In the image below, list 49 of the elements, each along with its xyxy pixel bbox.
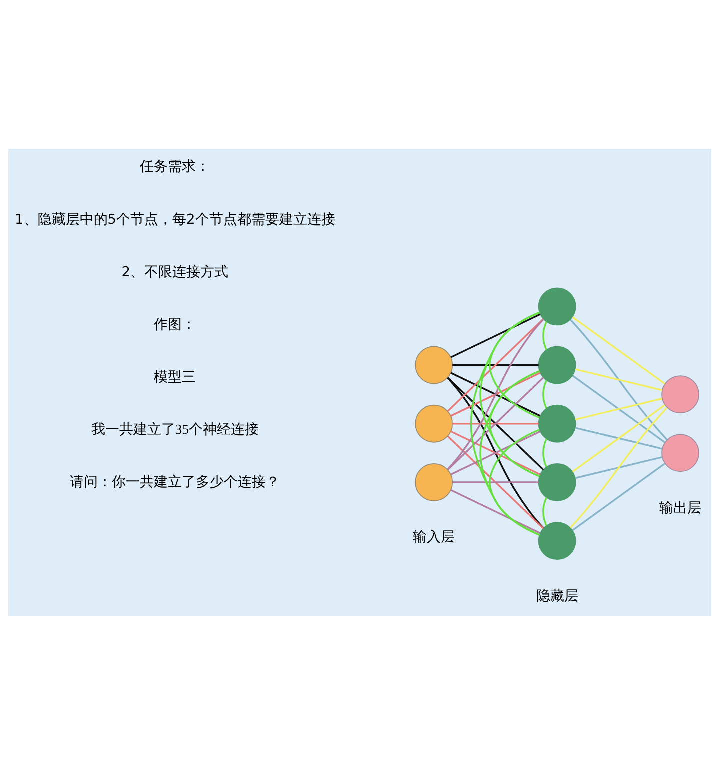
connector <box>447 436 544 530</box>
connector <box>542 497 548 526</box>
connector <box>447 318 544 412</box>
connector <box>450 430 541 476</box>
connector <box>570 407 668 528</box>
connector <box>572 404 666 473</box>
node-circle <box>538 404 576 443</box>
connector <box>470 312 540 536</box>
node-circle <box>538 464 576 502</box>
node-circle <box>662 434 700 472</box>
connector <box>542 380 548 409</box>
connector <box>575 398 662 420</box>
label: 作图： <box>154 316 196 333</box>
label: 隐藏层 <box>536 588 578 604</box>
connector <box>450 489 541 534</box>
node-circle <box>415 464 454 502</box>
connector <box>452 482 539 484</box>
label: 我一共建立了35个神经连接 <box>91 422 260 438</box>
connector <box>570 319 668 441</box>
node-circle <box>538 522 576 560</box>
connector <box>542 438 548 468</box>
node-circle <box>415 404 454 443</box>
connector <box>450 314 541 358</box>
node-circle <box>662 376 700 414</box>
connector <box>450 372 541 417</box>
label: 模型三 <box>154 369 196 386</box>
connector <box>575 456 662 480</box>
label: 1、隐藏层中的5个节点，每2个节点都需要建立连接 <box>15 212 336 228</box>
connector <box>447 377 544 471</box>
connector <box>572 463 666 532</box>
label: 任务需求： <box>140 159 210 176</box>
label: 请问：你一共建立了多少个连接？ <box>70 474 280 491</box>
connector <box>575 368 662 392</box>
connector <box>572 316 666 385</box>
label: 输入层 <box>413 530 456 546</box>
connector <box>452 423 539 425</box>
connector <box>489 429 540 536</box>
node-circle <box>415 346 454 384</box>
connector <box>447 319 544 470</box>
node-circle <box>538 346 576 384</box>
connector <box>575 427 662 450</box>
node-circle <box>538 288 576 326</box>
connector <box>452 364 539 366</box>
label: 2、不限连接方式 <box>122 264 229 280</box>
connector <box>542 322 548 350</box>
connector <box>572 375 666 444</box>
connector <box>480 370 540 536</box>
label: 输出层 <box>660 500 702 516</box>
connector <box>447 378 544 529</box>
